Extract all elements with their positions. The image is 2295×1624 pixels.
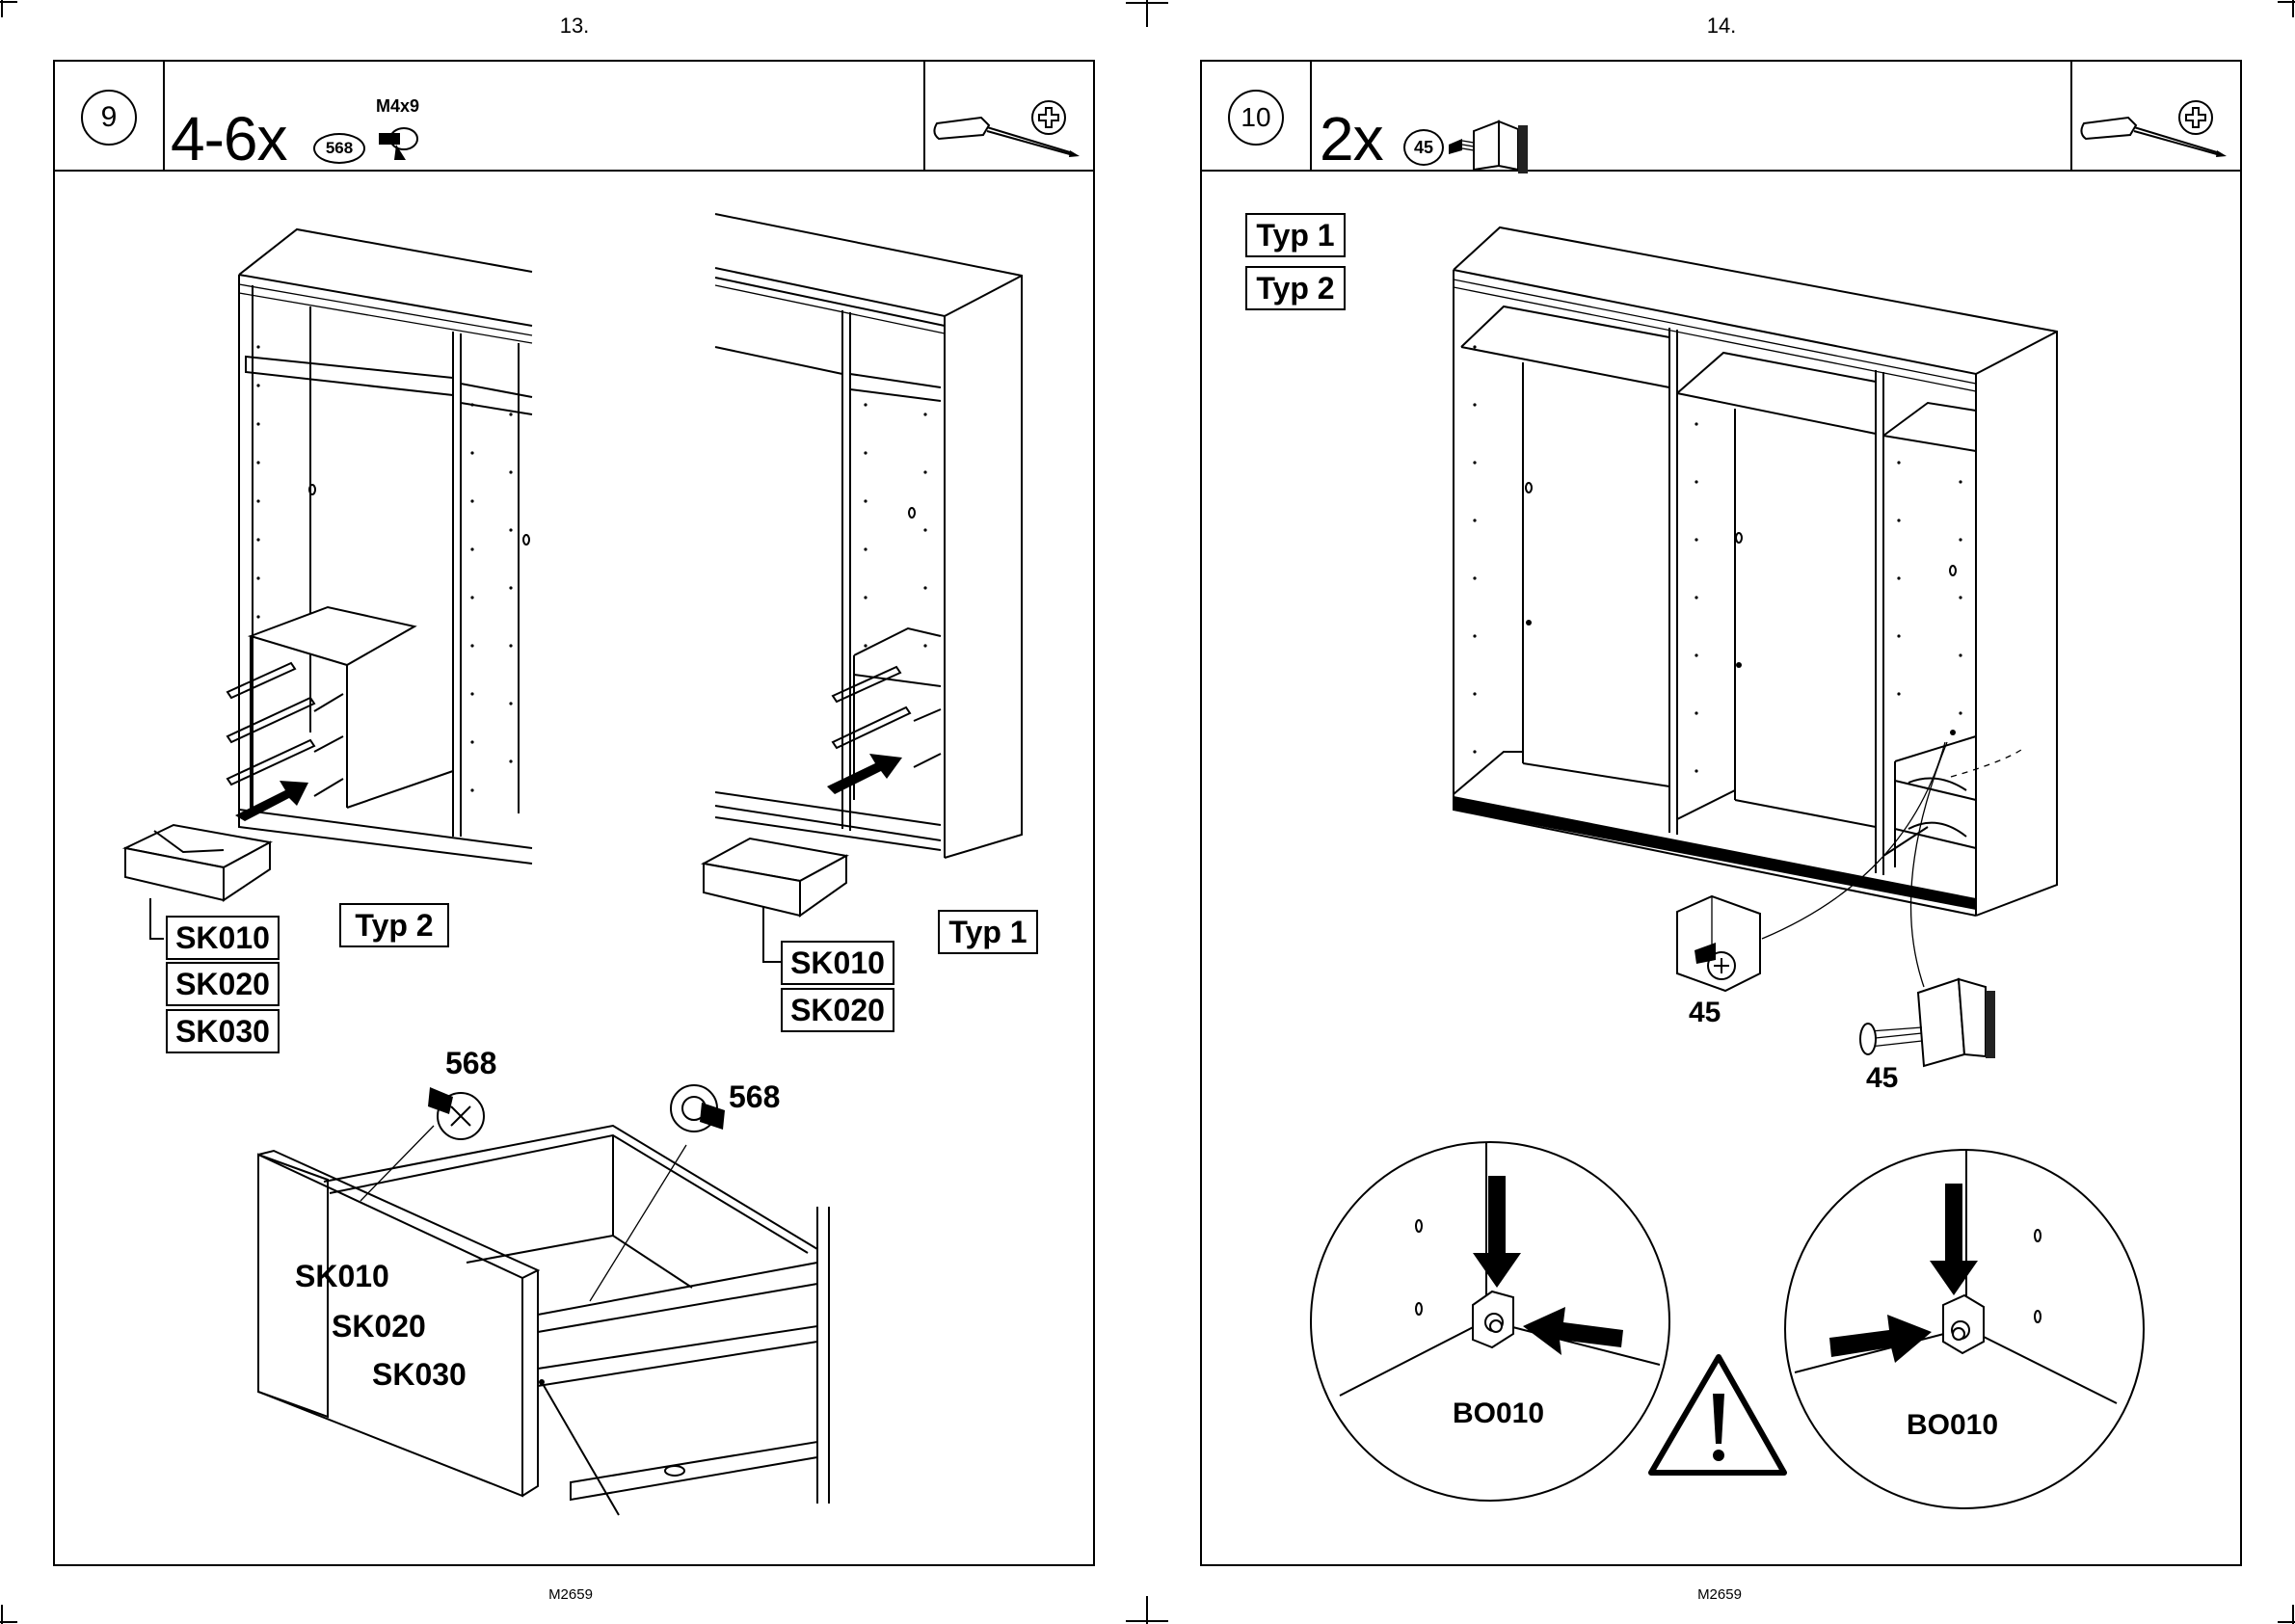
detail-label-bo010-right: BO010	[1907, 1409, 1998, 1442]
